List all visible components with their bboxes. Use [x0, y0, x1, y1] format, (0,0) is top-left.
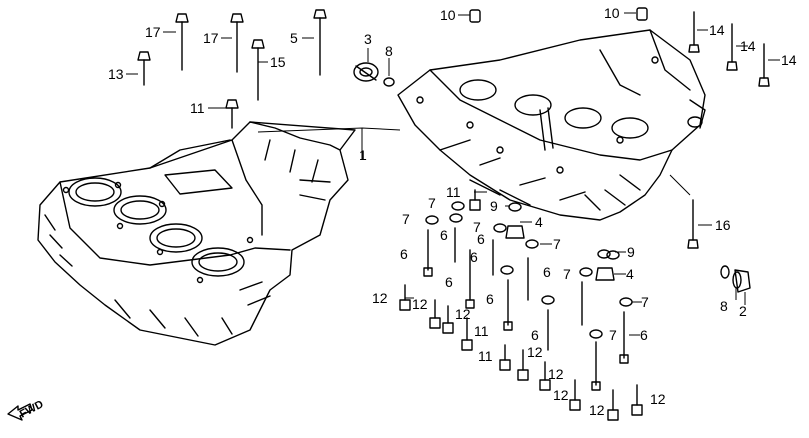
label-12g: 12: [589, 402, 605, 418]
label-6i: 6: [531, 327, 539, 343]
dowel-pins: [469, 7, 648, 23]
label-2: 2: [739, 303, 747, 319]
label-14a: 14: [709, 22, 725, 38]
label-6d: 6: [470, 249, 478, 265]
label-9a: 9: [490, 198, 498, 214]
part-labels: 17 17 5 13 15 11 3 8 10 10 14 14 14 1 11…: [108, 5, 797, 418]
label-7f: 7: [641, 294, 649, 310]
label-4a: 4: [535, 214, 543, 230]
label-11d: 11: [478, 348, 493, 364]
label-7b: 7: [402, 211, 410, 227]
label-11a: 11: [190, 100, 205, 116]
upper-crankcase: [37, 121, 356, 346]
label-10a: 10: [440, 7, 456, 23]
leader-1: [257, 127, 401, 160]
top-bolts: [137, 9, 327, 129]
label-6g: 6: [486, 291, 494, 307]
label-6a: 6: [400, 246, 408, 262]
label-12h: 12: [650, 391, 666, 407]
label-12b: 12: [412, 296, 428, 312]
label-6e: 6: [543, 264, 551, 280]
label-7e: 7: [563, 266, 571, 282]
label-6h: 6: [640, 327, 648, 343]
bolts-14: [688, 11, 770, 87]
label-5: 5: [290, 30, 298, 46]
label-3: 3: [364, 31, 372, 47]
fwd-label: FWD: [18, 398, 46, 420]
fwd-arrow: FWD: [7, 398, 46, 421]
part-2-plug: [720, 265, 751, 293]
label-11b: 11: [446, 184, 461, 200]
label-8b: 8: [720, 298, 728, 314]
leader-lines: [126, 12, 780, 336]
label-6f: 6: [445, 274, 453, 290]
label-17a: 17: [145, 24, 161, 40]
label-1: 1: [359, 147, 367, 163]
label-11c: 11: [474, 323, 489, 339]
label-12a: 12: [372, 290, 388, 306]
label-13: 13: [108, 66, 124, 82]
label-7g: 7: [609, 327, 617, 343]
label-6b: 6: [440, 227, 448, 243]
label-4b: 4: [626, 266, 634, 282]
label-12e: 12: [548, 366, 564, 382]
label-6c: 6: [477, 231, 485, 247]
label-12c: 12: [455, 306, 471, 322]
lower-crankcase: [397, 29, 706, 221]
crankcase-bolt-set: [399, 189, 643, 421]
label-17b: 17: [203, 30, 219, 46]
label-7d: 7: [553, 236, 561, 252]
label-8a: 8: [385, 43, 393, 59]
label-14c: 14: [781, 52, 797, 68]
label-16: 16: [715, 217, 731, 233]
part-3-bearing: [353, 62, 395, 87]
label-10b: 10: [604, 5, 620, 21]
label-12d: 12: [527, 344, 543, 360]
label-9b: 9: [627, 244, 635, 260]
label-7c: 7: [473, 219, 481, 235]
label-7a: 7: [428, 195, 436, 211]
label-12f: 12: [553, 387, 569, 403]
label-15: 15: [270, 54, 286, 70]
label-14b: 14: [740, 38, 756, 54]
